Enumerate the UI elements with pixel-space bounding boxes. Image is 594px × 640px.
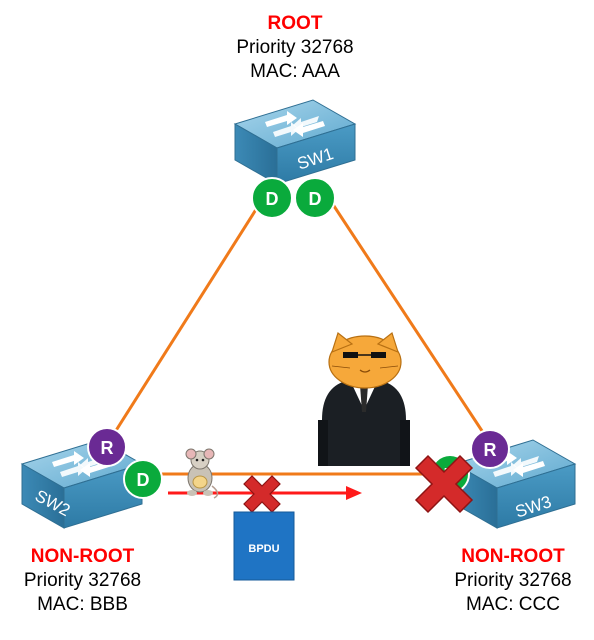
sw1-mac: MAC: AAA bbox=[250, 60, 340, 82]
sw1-priority: Priority 32768 bbox=[236, 36, 354, 58]
sw2-role: NON-ROOT bbox=[30, 546, 135, 567]
sw2-label: NON-ROOT Priority 32768 MAC: BBB bbox=[0, 545, 165, 616]
port-sw1-right: D bbox=[294, 177, 336, 219]
sw1-label: ROOT Priority 32768 MAC: AAA bbox=[200, 12, 390, 83]
link-sw1-sw2 bbox=[108, 199, 264, 441]
sw1-role: ROOT bbox=[267, 13, 323, 34]
blocked-x-icon bbox=[414, 454, 474, 514]
switch-arrows-icon bbox=[265, 111, 325, 137]
sw2-priority: Priority 32768 bbox=[23, 569, 142, 591]
mouse-icon bbox=[185, 448, 219, 499]
svg-text:BPDU: BPDU bbox=[248, 543, 279, 555]
port-sw2-designated: D bbox=[123, 459, 163, 499]
sw3-role: NON-ROOT bbox=[461, 546, 565, 567]
sw3-mac: MAC: CCC bbox=[466, 593, 560, 615]
sw3-priority: Priority 32768 bbox=[454, 569, 572, 591]
cat-agent-icon bbox=[318, 331, 410, 466]
port-sw1-left: D bbox=[251, 177, 293, 219]
port-sw3-root: R bbox=[470, 429, 510, 469]
svg-text:D: D bbox=[266, 189, 279, 209]
sw3-label: NON-ROOT Priority 32768 MAC: CCC bbox=[432, 545, 594, 616]
svg-text:D: D bbox=[137, 470, 150, 490]
svg-text:D: D bbox=[309, 189, 322, 209]
bpdu-blocked-x-icon bbox=[243, 475, 281, 513]
link-sw1-sw3 bbox=[328, 199, 490, 441]
svg-text:R: R bbox=[101, 438, 114, 458]
sw2-mac: MAC: BBB bbox=[37, 593, 128, 615]
switch-sw1[interactable]: SW1 bbox=[233, 99, 357, 185]
svg-text:R: R bbox=[484, 440, 497, 460]
port-sw2-root: R bbox=[87, 427, 127, 467]
bpdu-frame: BPDU bbox=[233, 511, 295, 581]
